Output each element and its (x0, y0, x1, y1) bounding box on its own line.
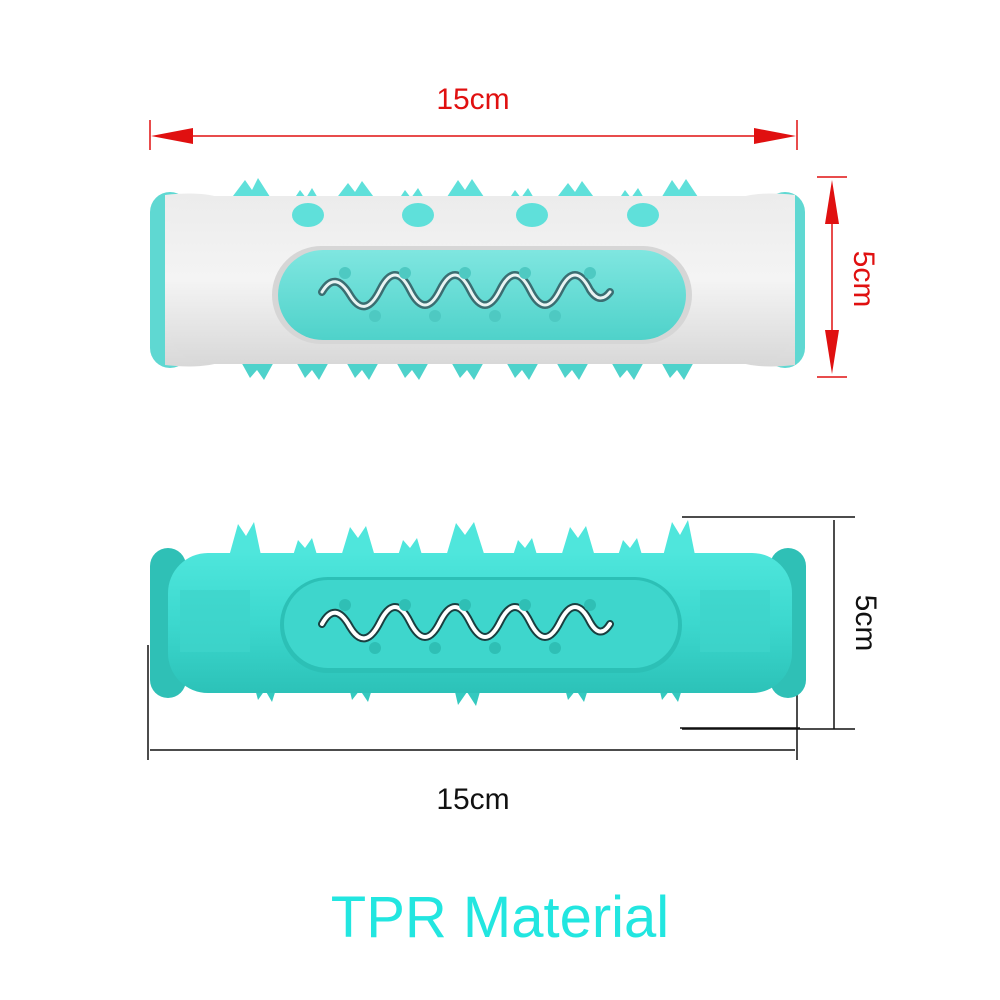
bottom-height-dimension (680, 516, 855, 730)
top-width-dimension (149, 120, 798, 150)
bottom-height-label: 5cm (849, 594, 882, 652)
top-width-label: 15cm (436, 83, 510, 116)
top-height-dimension (817, 176, 847, 378)
top-height-label: 5cm (847, 250, 880, 308)
bottom-product-view (150, 520, 806, 706)
top-product-view (150, 178, 805, 380)
material-caption: TPR Material (330, 885, 670, 950)
bottom-width-label: 15cm (436, 783, 510, 816)
